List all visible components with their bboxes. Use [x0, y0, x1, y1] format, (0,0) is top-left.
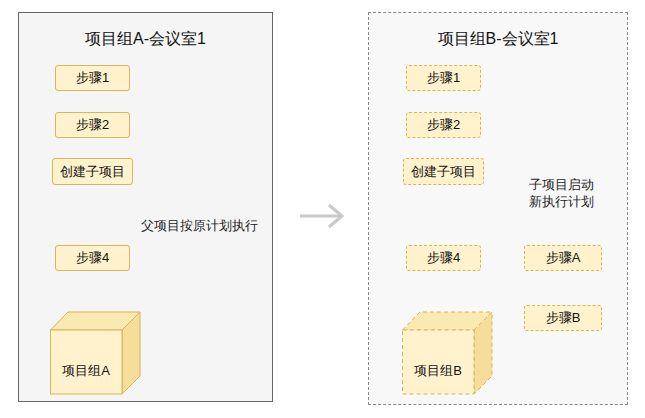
step-label: 步骤4 — [427, 249, 460, 267]
team-label: 项目组B — [414, 362, 462, 380]
process-box: 步骤A — [524, 245, 602, 271]
annotation-note: 子项目启动 新执行计划 — [528, 177, 598, 211]
cube-front-face — [51, 330, 123, 394]
step-label: 步骤A — [546, 249, 581, 267]
step-label: 步骤2 — [427, 116, 460, 134]
step-label: 创建子项目 — [60, 163, 125, 181]
step-label: 步骤4 — [76, 249, 109, 267]
process-box: 创建子项目 — [403, 158, 484, 185]
process-box: 步骤4 — [406, 245, 481, 271]
group-panel: 步骤1 步骤2 创建子项目步骤4 项目组A 项目组A-会议室1 — [18, 12, 273, 402]
process-box: 步骤B — [524, 305, 602, 331]
team-cube: 项目组A — [50, 300, 142, 395]
step-label: 步骤B — [546, 309, 581, 327]
process-box: 步骤1 — [55, 65, 130, 91]
annotation-note: 父项目按原计划执行 — [140, 218, 270, 235]
process-box: 创建子项目 — [52, 158, 133, 185]
cube-side-face — [474, 312, 492, 394]
step-label: 步骤1 — [76, 69, 109, 87]
team-cube: 项目组B — [402, 300, 494, 395]
cube-front-face — [403, 330, 475, 394]
cube-outline — [50, 300, 142, 395]
transition-arrow-head — [329, 205, 342, 227]
process-box: 步骤2 — [406, 112, 481, 138]
transition-arrow — [300, 215, 340, 218]
team-label: 项目组A — [62, 362, 110, 380]
cube-side-face — [122, 312, 140, 394]
process-box: 步骤2 — [55, 112, 130, 138]
step-label: 步骤1 — [427, 69, 460, 87]
cube-outline — [402, 300, 494, 395]
process-box: 步骤1 — [406, 65, 481, 91]
panel-title: 项目组A-会议室1 — [19, 29, 272, 50]
step-label: 创建子项目 — [411, 163, 476, 181]
step-label: 步骤2 — [76, 116, 109, 134]
panel-title: 项目组B-会议室1 — [369, 29, 627, 50]
process-box: 步骤4 — [55, 245, 130, 271]
